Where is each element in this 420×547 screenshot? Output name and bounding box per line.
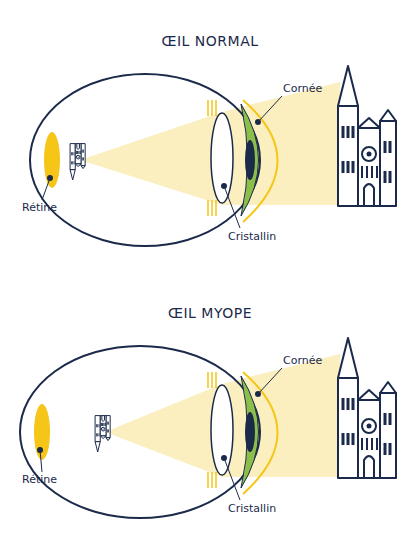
leader-line: [258, 96, 282, 122]
diagram-title: ŒIL MYOPE: [168, 305, 252, 322]
part-label: Cristallin: [228, 502, 276, 515]
eyeball: [30, 74, 260, 246]
iris-line: [211, 100, 213, 116]
cathedral: [95, 416, 110, 452]
light-cone: [80, 112, 222, 205]
iris-line: [211, 472, 213, 488]
eye: [20, 338, 396, 518]
leader-line: [42, 178, 50, 200]
retina: [34, 404, 50, 460]
iris-line: [211, 200, 213, 216]
iris-line: [207, 472, 209, 488]
leader-line: [258, 368, 282, 394]
diagram-title: ŒIL NORMAL: [161, 33, 258, 50]
part-label: Rétine: [22, 201, 57, 214]
part-label: Cornée: [283, 354, 322, 367]
leader-dot: [47, 175, 53, 181]
part-label: Cornée: [283, 82, 322, 95]
leader-dot: [255, 391, 261, 397]
light-beam: [222, 82, 340, 205]
iris-line: [215, 200, 217, 216]
iris-line: [215, 472, 217, 488]
iris-line: [211, 372, 213, 388]
leader-dot: [221, 455, 227, 461]
part-label: Cristallin: [228, 230, 276, 243]
light-cone: [105, 384, 222, 477]
eyeball: [20, 346, 260, 518]
lens: [211, 113, 233, 203]
retina: [44, 132, 60, 188]
iris-line: [207, 372, 209, 388]
iris-line: [215, 372, 217, 388]
leader-line: [40, 450, 42, 472]
eye: [30, 66, 396, 246]
leader-dot: [221, 183, 227, 189]
leader-dot: [37, 447, 43, 453]
iris-line: [215, 100, 217, 116]
cathedral: [338, 66, 396, 206]
leader-line: [224, 186, 240, 228]
pupil: [245, 140, 255, 180]
lens: [211, 385, 233, 475]
cathedral: [70, 144, 85, 180]
iris-line: [207, 100, 209, 116]
pupil: [245, 412, 255, 452]
leader-dot: [255, 119, 261, 125]
light-beam: [222, 354, 340, 477]
leader-line: [224, 458, 240, 500]
iris-line: [207, 200, 209, 216]
part-label: Rétine: [22, 473, 57, 486]
cathedral: [338, 338, 396, 478]
